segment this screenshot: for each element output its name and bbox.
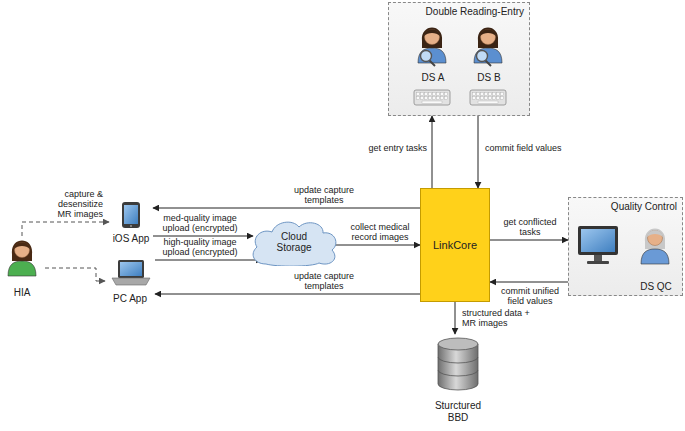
cloud-node: Cloud Storage	[248, 218, 340, 266]
flow-arrow	[153, 208, 420, 209]
edge-label: get conflicted tasks	[496, 217, 564, 237]
node-label: DS B	[466, 72, 512, 83]
magnifier-icon	[421, 51, 436, 67]
actor-node: DS A	[410, 21, 456, 83]
dashed-arrow	[22, 222, 109, 236]
group-heading: Double Reading-Entry	[426, 6, 524, 17]
flow-arrow	[155, 294, 420, 295]
group-ground	[568, 197, 683, 296]
app-node: PC App	[105, 258, 155, 304]
app-node: iOS App	[109, 200, 153, 244]
node-label: Cloud Storage	[269, 231, 319, 253]
process-box: LinkCore	[420, 188, 490, 302]
node-label: iOS App	[109, 233, 153, 244]
keyboard-icon	[414, 90, 450, 105]
actor-node: HIA	[0, 236, 45, 298]
edge-label: capture & desensitize MR images	[42, 189, 104, 219]
flow-arrow	[490, 282, 568, 283]
keyboard-icon	[470, 90, 506, 105]
actor-node: DS B	[466, 21, 512, 83]
flow-arrow	[432, 116, 433, 188]
actor-node: DS QC	[630, 218, 682, 292]
node-label: PC App	[105, 293, 155, 304]
edge-label: update capture templates	[284, 185, 364, 205]
tablet-icon	[122, 202, 140, 228]
person-icon	[8, 241, 36, 277]
node-label: DS QC	[630, 281, 682, 292]
group-box: Double Reading-Entry DS A DS B	[388, 2, 530, 116]
cloud-outline	[253, 222, 336, 266]
flow-arrow	[490, 240, 568, 241]
flow-arrow	[455, 302, 456, 334]
flow-arrow	[155, 260, 262, 261]
flow-arrow	[478, 116, 479, 188]
edge-label: commit field values	[484, 143, 564, 153]
edge-label: med-quality image upload (encrypted)	[154, 213, 246, 233]
magnifier-icon	[477, 51, 492, 67]
database-icon	[438, 338, 478, 390]
monitor-icon	[578, 226, 618, 264]
group-ground	[388, 2, 530, 116]
person-icon	[641, 229, 669, 265]
node-label: Sturctured BBD	[425, 400, 491, 424]
group-heading: Quality Control	[611, 201, 677, 212]
dashed-arrow	[45, 268, 105, 281]
node-label: DS A	[410, 72, 456, 83]
edge-label: commit unified field values	[496, 286, 564, 306]
group-box: Quality Control DS QC	[568, 197, 683, 296]
edge-label: get entry tasks	[340, 143, 428, 153]
edge-label: structured data + MR images	[461, 308, 531, 328]
node-label: LinkCore	[433, 240, 477, 251]
edge-label: high-quality image upload (encrypted)	[154, 237, 246, 257]
database-node: Sturctured BBD	[425, 334, 491, 424]
laptop-icon	[112, 260, 150, 285]
edge-label: update capture templates	[284, 271, 364, 291]
edge-label: collect medical record images	[342, 222, 418, 242]
flow-arrow	[334, 245, 420, 246]
node-label: HIA	[0, 287, 45, 298]
